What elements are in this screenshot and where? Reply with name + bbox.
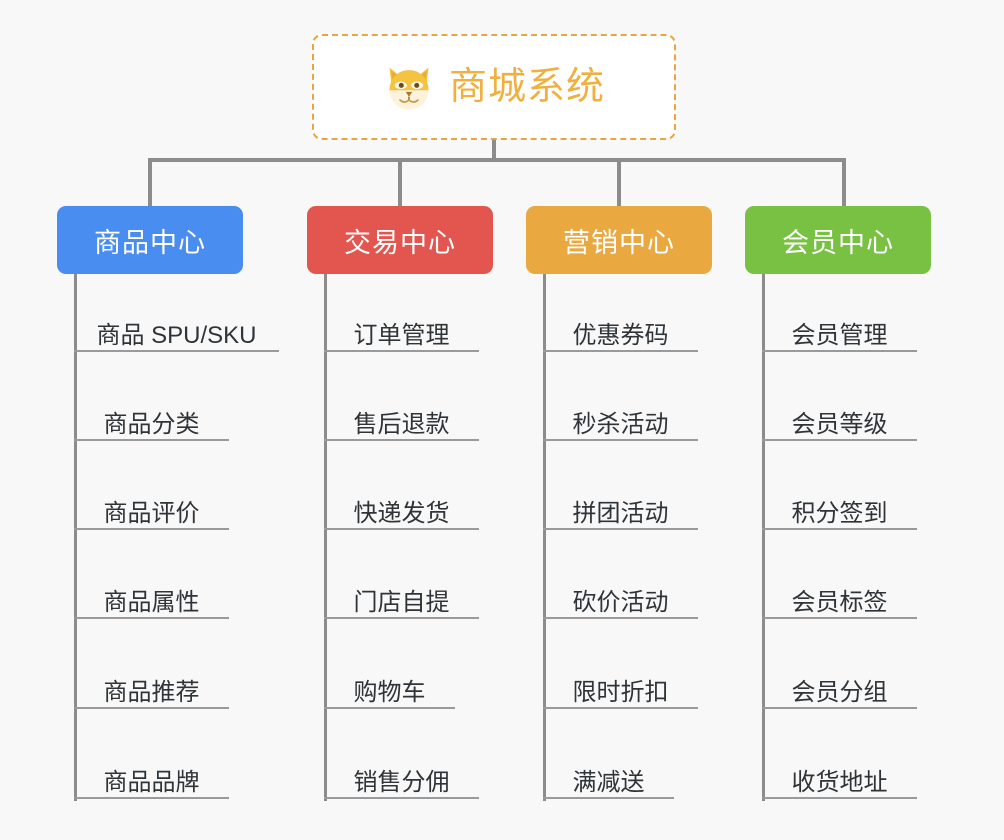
root-title: 商城系统 bbox=[448, 66, 605, 108]
leaf-item[interactable]: 商品 SPU/SKU bbox=[74, 300, 279, 352]
drop-connector-4 bbox=[842, 158, 846, 206]
leaf-item[interactable]: 商品属性 bbox=[74, 567, 229, 619]
leaf-label: 快递发货 bbox=[353, 499, 450, 527]
leaf-item[interactable]: 会员等级 bbox=[762, 389, 917, 441]
root-stem-connector bbox=[492, 140, 496, 162]
leaf-item[interactable]: 会员管理 bbox=[762, 300, 917, 352]
leaf-item[interactable]: 会员分组 bbox=[762, 657, 917, 709]
leaf-label: 商品 SPU/SKU bbox=[96, 321, 257, 349]
leaf-label: 商品属性 bbox=[103, 588, 200, 616]
category-header-4-label: 会员中心 bbox=[782, 227, 894, 258]
category-header-3[interactable]: 营销中心 bbox=[526, 206, 712, 274]
leaf-label: 优惠券码 bbox=[572, 321, 669, 349]
branch-spine-2 bbox=[324, 274, 327, 801]
root-node[interactable]: 商城系统 bbox=[312, 34, 676, 140]
drop-connector-1 bbox=[148, 158, 152, 206]
leaf-item[interactable]: 门店自提 bbox=[324, 567, 479, 619]
horizontal-bus-connector bbox=[148, 158, 846, 162]
leaf-label: 会员管理 bbox=[791, 321, 888, 349]
category-header-1[interactable]: 商品中心 bbox=[57, 206, 243, 274]
shiba-dog-icon bbox=[383, 61, 435, 113]
leaf-label: 销售分佣 bbox=[353, 768, 450, 796]
leaf-item[interactable]: 秒杀活动 bbox=[543, 389, 698, 441]
branch-spine-1 bbox=[74, 274, 77, 801]
leaf-label: 收货地址 bbox=[791, 768, 888, 796]
drop-connector-2 bbox=[398, 158, 402, 206]
branch-spine-4 bbox=[762, 274, 765, 801]
category-header-2[interactable]: 交易中心 bbox=[307, 206, 493, 274]
leaf-label: 会员标签 bbox=[791, 588, 888, 616]
leaf-label: 满减送 bbox=[572, 768, 645, 796]
leaf-item[interactable]: 快递发货 bbox=[324, 478, 479, 530]
leaf-label: 秒杀活动 bbox=[572, 410, 669, 438]
leaf-label: 会员分组 bbox=[791, 678, 888, 706]
leaf-item[interactable]: 限时折扣 bbox=[543, 657, 698, 709]
leaf-item[interactable]: 销售分佣 bbox=[324, 747, 479, 799]
drop-connector-3 bbox=[617, 158, 621, 206]
leaf-item[interactable]: 订单管理 bbox=[324, 300, 479, 352]
leaf-item[interactable]: 商品分类 bbox=[74, 389, 229, 441]
leaf-item[interactable]: 商品品牌 bbox=[74, 747, 229, 799]
leaf-label: 购物车 bbox=[353, 678, 426, 706]
leaf-item[interactable]: 商品评价 bbox=[74, 478, 229, 530]
leaf-label: 会员等级 bbox=[791, 410, 888, 438]
leaf-item[interactable]: 收货地址 bbox=[762, 747, 917, 799]
leaf-label: 商品品牌 bbox=[103, 768, 200, 796]
leaf-item[interactable]: 会员标签 bbox=[762, 567, 917, 619]
category-header-3-label: 营销中心 bbox=[563, 227, 675, 258]
branch-spine-3 bbox=[543, 274, 546, 801]
category-header-1-label: 商品中心 bbox=[94, 227, 206, 258]
leaf-item[interactable]: 商品推荐 bbox=[74, 657, 229, 709]
category-header-2-label: 交易中心 bbox=[344, 227, 456, 258]
leaf-label: 砍价活动 bbox=[572, 588, 669, 616]
leaf-item[interactable]: 优惠券码 bbox=[543, 300, 698, 352]
leaf-label: 限时折扣 bbox=[572, 678, 669, 706]
leaf-label: 积分签到 bbox=[791, 499, 888, 527]
leaf-label: 售后退款 bbox=[353, 410, 450, 438]
category-header-4[interactable]: 会员中心 bbox=[745, 206, 931, 274]
leaf-item[interactable]: 拼团活动 bbox=[543, 478, 698, 530]
leaf-item[interactable]: 售后退款 bbox=[324, 389, 479, 441]
leaf-item[interactable]: 积分签到 bbox=[762, 478, 917, 530]
leaf-label: 订单管理 bbox=[353, 321, 450, 349]
leaf-item[interactable]: 满减送 bbox=[543, 747, 674, 799]
leaf-label: 门店自提 bbox=[353, 588, 450, 616]
leaf-label: 拼团活动 bbox=[572, 499, 669, 527]
leaf-label: 商品评价 bbox=[103, 499, 200, 527]
leaf-item[interactable]: 砍价活动 bbox=[543, 567, 698, 619]
leaf-label: 商品分类 bbox=[103, 410, 200, 438]
leaf-label: 商品推荐 bbox=[103, 678, 200, 706]
leaf-item[interactable]: 购物车 bbox=[324, 657, 455, 709]
